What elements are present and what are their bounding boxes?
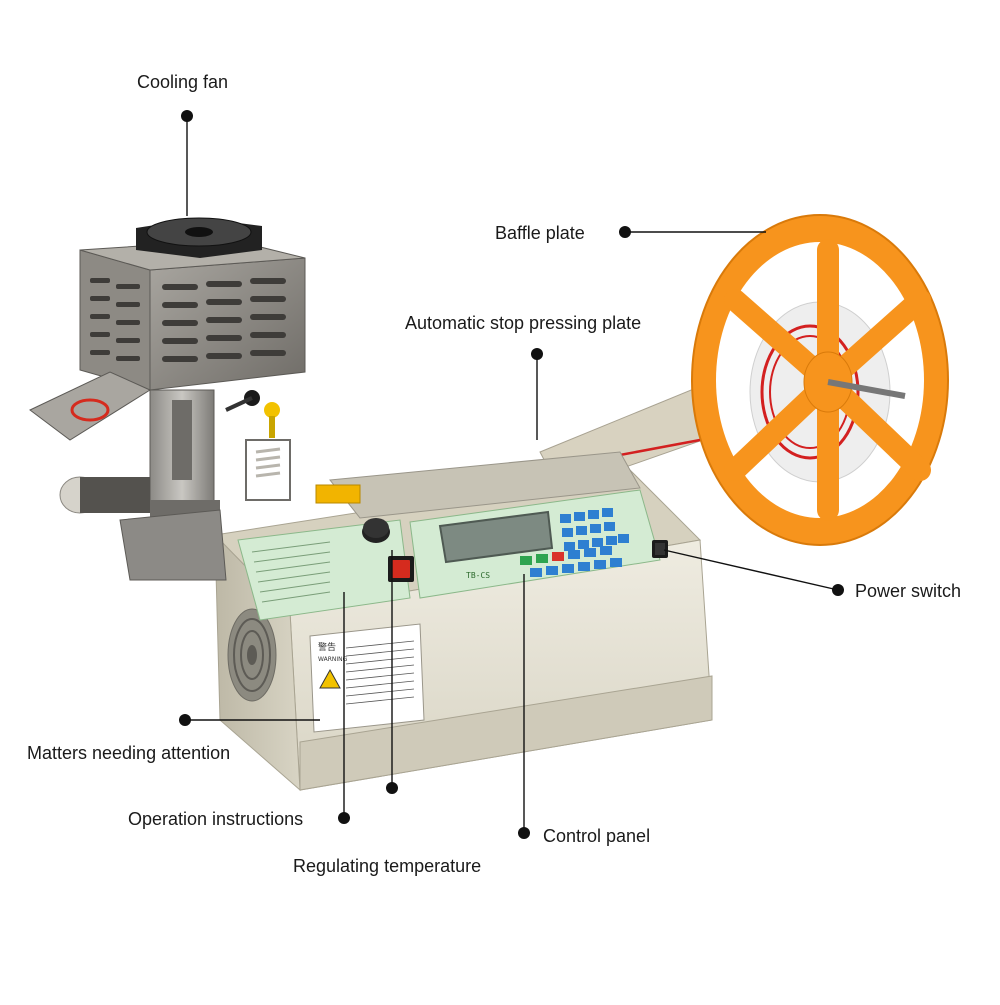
heater-cage: [29, 217, 306, 441]
front-guard: [29, 371, 152, 441]
base-rail: [299, 675, 713, 791]
power-switch-dot: [832, 584, 844, 596]
cooling-fan-label: Cooling fan: [137, 72, 229, 92]
side-fan-grill: [227, 608, 277, 702]
auto-stop-plate-dot: [531, 348, 543, 360]
panel-model: TB-CS: [466, 571, 490, 580]
baffle-plate-reel: [691, 214, 949, 546]
callout-lines: [185, 116, 839, 833]
lcd-display: [438, 510, 554, 564]
matters-attention-label: Matters needing attention: [27, 743, 231, 763]
temperature-knob[interactable]: [362, 518, 390, 543]
power-switch[interactable]: [652, 540, 668, 558]
power-switch-label: Power switch: [855, 581, 962, 601]
keypad[interactable]: [520, 508, 629, 577]
control-panel-label: Control panel: [543, 826, 651, 846]
regulating-temperature-dot: [386, 782, 398, 794]
operation-instructions-label: Operation instructions: [128, 809, 304, 829]
warning-title: 警告: [318, 641, 336, 653]
callout-dots: [179, 110, 844, 839]
warning-label: 警告 WARNING: [309, 623, 425, 733]
cooling-fan: [136, 217, 262, 258]
control-panel-dot: [518, 827, 530, 839]
operation-instructions-dot: [338, 812, 350, 824]
baffle-plate-dot: [619, 226, 631, 238]
heat-switch[interactable]: [388, 556, 414, 582]
instruction-panel: [237, 519, 411, 621]
auto-stop-plate-label: Automatic stop pressing plate: [405, 313, 642, 333]
cooling-fan-dot: [181, 110, 193, 122]
matters-attention-dot: [179, 714, 191, 726]
regulating-temperature-label: Regulating temperature: [293, 856, 482, 876]
cutter-head: [59, 389, 361, 581]
deck-plate: [329, 451, 641, 519]
baffle-plate-label: Baffle plate: [495, 223, 585, 243]
warning-subtitle: WARNING: [318, 656, 348, 663]
